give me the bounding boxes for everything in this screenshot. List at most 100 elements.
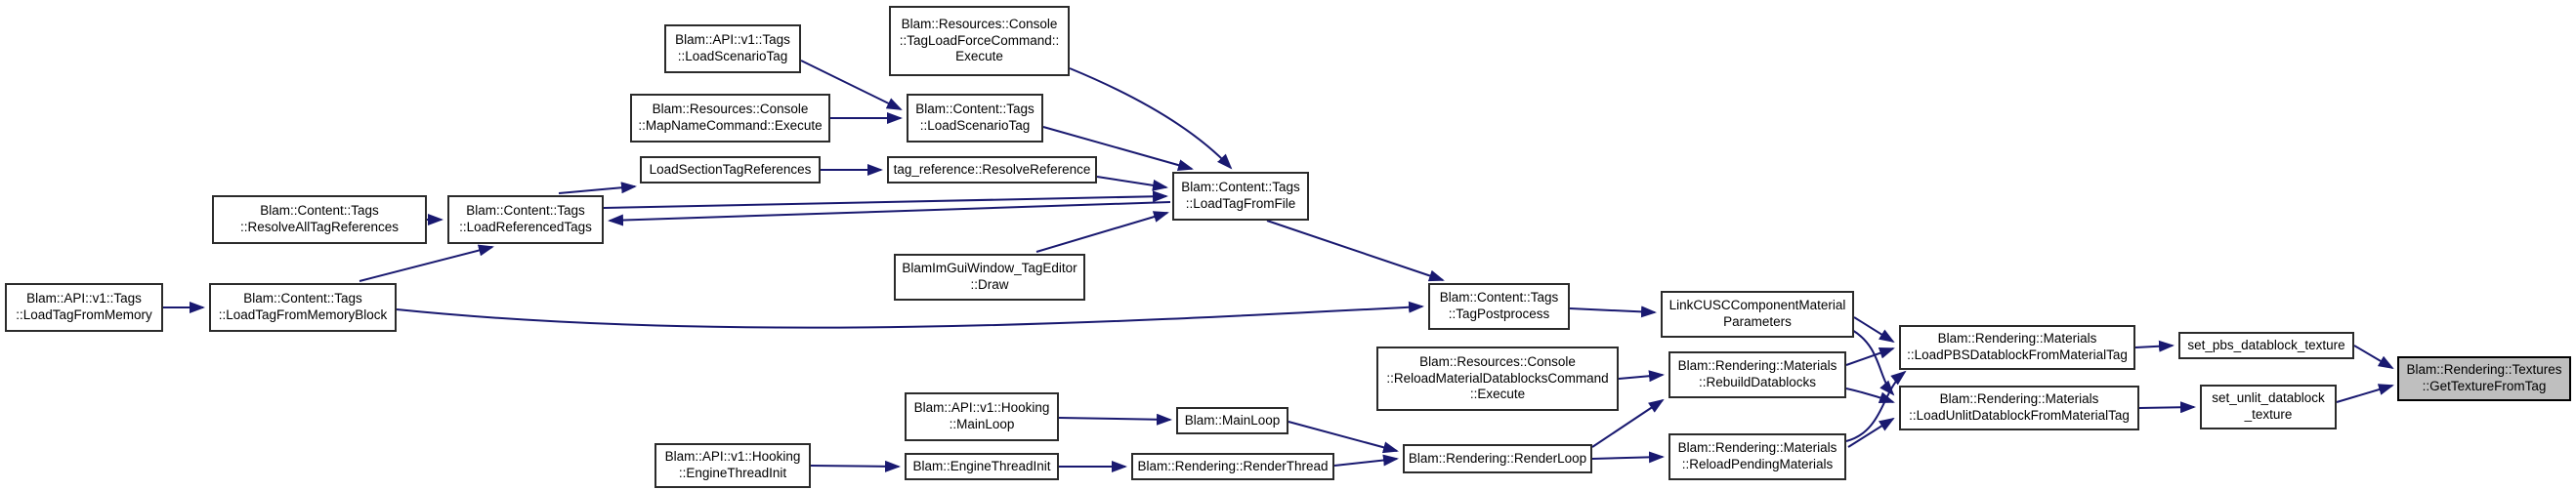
graph-node-resolve-all-tag-references[interactable]: Blam::Content::Tags::ResolveAllTagRefere…: [212, 195, 427, 244]
graph-node-label-line: Blam::EngineThreadInit: [912, 458, 1051, 473]
graph-node-label-line: Blam::Rendering::Materials: [1677, 358, 1837, 374]
graph-node-api-load-tag-from-memory[interactable]: Blam::API::v1::Tags::LoadTagFromMemory: [5, 283, 163, 332]
graph-node-label-line: Blam::API::v1::Tags: [26, 291, 142, 306]
graph-node-label-line: ::TagPostprocess: [1448, 306, 1550, 321]
graph-node-api-hooking-engine-thread-init[interactable]: Blam::API::v1::Hooking::EngineThreadInit: [655, 443, 811, 488]
graph-node-label-line: Execute: [955, 49, 1003, 64]
graph-node-label-line: Blam::Resources::Console: [1419, 353, 1576, 369]
call-edge-tag-reference-resolve-reference--to--load-tag-from-file: [1096, 176, 1168, 191]
call-edge-load-pbs-datablock-from-material-tag--to--set-pbs-datablock-texture: [2134, 340, 2175, 352]
graph-node-label-line: ::LoadTagFromMemory: [16, 307, 152, 322]
call-edge-imgui-tag-editor-draw--to--load-tag-from-file: [1035, 211, 1169, 253]
call-edge-load-tag-from-memory-block--to--tag-postprocess: [396, 301, 1424, 329]
graph-node-label-line: Blam::Content::Tags: [915, 102, 1035, 117]
graph-node-imgui-tag-editor-draw[interactable]: BlamImGuiWindow_TagEditor::Draw: [894, 254, 1085, 301]
call-edge-load-tag-from-file--to--tag-postprocess: [1266, 220, 1445, 282]
graph-node-load-tag-from-file[interactable]: Blam::Content::Tags::LoadTagFromFile: [1172, 172, 1309, 221]
graph-node-label-line: ::LoadReferencedTags: [459, 220, 592, 234]
graph-node-label-line: Blam::Content::Tags: [260, 203, 379, 219]
graph-node-load-pbs-datablock-from-material-tag[interactable]: Blam::Rendering::Materials::LoadPBSDatab…: [1899, 325, 2135, 370]
graph-node-console-map-name-execute[interactable]: Blam::Resources::Console::MapNameCommand…: [630, 94, 830, 143]
graph-node-label-line: Parameters: [1723, 314, 1792, 329]
call-edge-load-unlit-datablock-from-material-tag--to--set-unlit-datablock-texture: [2138, 401, 2196, 414]
call-edge-tag-postprocess--to--link-cusc-component-material-parameters: [1569, 306, 1657, 318]
graph-node-tag-reference-resolve-reference[interactable]: tag_reference::ResolveReference: [887, 156, 1097, 184]
graph-node-label-line: Blam::API::v1::Hooking: [664, 449, 801, 465]
call-edge-load-referenced-tags--to--load-tag-from-file: [603, 190, 1168, 209]
graph-node-reload-pending-materials[interactable]: Blam::Rendering::Materials::ReloadPendin…: [1668, 433, 1846, 480]
call-edge-api-load-scenario-tag--to--content-load-scenario-tag: [800, 60, 903, 110]
call-edge-blam-main-loop--to--render-loop: [1288, 421, 1399, 454]
call-edge-link-cusc-component-material-parameters--to--load-unlit-datablock-from-material-tag: [1851, 329, 1895, 396]
graph-node-label-line: Blam::MainLoop: [1184, 412, 1281, 428]
call-edge-console-reload-material-datablocks-execute--to--rebuild-datablocks: [1618, 370, 1665, 383]
graph-node-set-pbs-datablock-texture[interactable]: set_pbs_datablock_texture: [2178, 332, 2354, 359]
graph-node-render-thread[interactable]: Blam::Rendering::RenderThread: [1131, 453, 1334, 480]
graph-node-tag-postprocess[interactable]: Blam::Content::Tags::TagPostprocess: [1428, 283, 1570, 330]
call-edge-load-tag-from-file--to--load-referenced-tags: [608, 201, 1171, 226]
graph-node-content-load-scenario-tag[interactable]: Blam::Content::Tags::LoadScenarioTag: [907, 94, 1043, 143]
graph-node-label-line: ::ReloadPendingMaterials: [1681, 457, 1834, 471]
graph-node-label-line: Blam::Rendering::Materials: [1939, 391, 2099, 407]
graph-node-load-section-tag-references[interactable]: LoadSectionTagReferences: [640, 156, 821, 184]
graph-node-label-line: ::LoadTagFromMemoryBlock: [218, 307, 388, 322]
graph-node-label-line: LoadSectionTagReferences: [649, 161, 812, 177]
graph-node-load-unlit-datablock-from-material-tag[interactable]: Blam::Rendering::Materials::LoadUnlitDat…: [1899, 386, 2139, 430]
call-edge-rebuild-datablocks--to--load-unlit-datablock-from-material-tag: [1845, 388, 1895, 403]
graph-node-label-line: ::Draw: [970, 277, 1009, 292]
graph-node-label-line: ::LoadUnlitDatablockFromMaterialTag: [1909, 408, 2130, 423]
graph-node-label-line: Blam::API::v1::Hooking: [913, 400, 1050, 416]
call-edge-api-hooking-engine-thread-init--to--blam-engine-thread-init: [810, 460, 901, 472]
call-edge-load-referenced-tags--to--load-section-tag-references: [558, 182, 637, 194]
graph-node-blam-engine-thread-init[interactable]: Blam::EngineThreadInit: [905, 453, 1059, 480]
call-edge-reload-pending-materials--to--load-pbs-datablock-from-material-tag: [1845, 370, 1907, 442]
call-edge-rebuild-datablocks--to--load-pbs-datablock-from-material-tag: [1845, 347, 1895, 366]
graph-node-console-reload-material-datablocks-execute[interactable]: Blam::Resources::Console::ReloadMaterial…: [1376, 347, 1619, 411]
graph-node-load-tag-from-memory-block[interactable]: Blam::Content::Tags::LoadTagFromMemoryBl…: [209, 283, 397, 332]
call-edge-render-loop--to--rebuild-datablocks: [1591, 398, 1665, 448]
graph-node-label-line: Blam::Resources::Console: [901, 16, 1058, 31]
graph-node-blam-main-loop[interactable]: Blam::MainLoop: [1176, 407, 1288, 434]
graph-node-api-hooking-main-loop[interactable]: Blam::API::v1::Hooking::MainLoop: [905, 392, 1059, 441]
graph-node-label-line: set_pbs_datablock_texture: [2187, 337, 2345, 352]
graph-node-label-line: ::GetTextureFromTag: [2422, 379, 2547, 393]
graph-node-label-line: Blam::Rendering::RenderThread: [1137, 458, 1329, 473]
graph-node-rebuild-datablocks[interactable]: Blam::Rendering::Materials::RebuildDatab…: [1668, 351, 1846, 398]
graph-node-label-line: Blam::Content::Tags: [466, 203, 585, 219]
call-edge-set-unlit-datablock-texture--to--get-texture-from-tag: [2336, 384, 2394, 403]
call-edge-console-tag-load-force-execute--to--load-tag-from-file: [1069, 67, 1233, 170]
call-edge-render-loop--to--reload-pending-materials: [1591, 451, 1665, 464]
graph-node-label-line: ::LoadTagFromFile: [1185, 196, 1296, 211]
graph-node-label-line: BlamImGuiWindow_TagEditor: [902, 261, 1077, 276]
graph-node-label-line: ::EngineThreadInit: [678, 466, 787, 480]
graph-node-label-line: ::LoadScenarioTag: [677, 49, 788, 63]
graph-node-label-line: ::MainLoop: [949, 417, 1015, 431]
graph-node-label-line: Blam::Resources::Console: [652, 102, 809, 117]
graph-node-render-loop[interactable]: Blam::Rendering::RenderLoop: [1403, 444, 1592, 473]
call-edge-api-hooking-main-loop--to--blam-main-loop: [1058, 413, 1172, 426]
graph-node-label-line: ::LoadPBSDatablockFromMaterialTag: [1907, 347, 2128, 362]
call-edge-load-tag-from-memory-block--to--load-referenced-tags: [359, 244, 494, 282]
graph-node-label-line: Blam::Content::Tags: [1181, 180, 1300, 195]
graph-node-label-line: Blam::Rendering::RenderLoop: [1408, 450, 1587, 466]
graph-node-label-line: Blam::Rendering::Textures: [2406, 362, 2562, 378]
graph-node-label-line: _texture: [2244, 407, 2293, 422]
graph-node-label-line: Blam::Content::Tags: [1439, 290, 1559, 306]
graph-node-label-line: LinkCUSCComponentMaterial: [1668, 298, 1846, 313]
graph-node-label-line: ::Execute: [1469, 387, 1526, 402]
graph-node-set-unlit-datablock-texture[interactable]: set_unlit_datablock_texture: [2200, 385, 2337, 429]
graph-node-label-line: ::RebuildDatablocks: [1698, 375, 1817, 389]
call-edge-link-cusc-component-material-parameters--to--load-pbs-datablock-from-material-tag: [1853, 316, 1895, 344]
graph-node-label-line: Blam::Rendering::Materials: [1937, 331, 2097, 347]
graph-node-api-load-scenario-tag[interactable]: Blam::API::v1::Tags::LoadScenarioTag: [664, 24, 801, 73]
graph-node-console-tag-load-force-execute[interactable]: Blam::Resources::Console::TagLoadForceCo…: [889, 6, 1070, 76]
graph-node-label-line: Blam::Rendering::Materials: [1677, 440, 1837, 456]
graph-node-label-line: ::TagLoadForceCommand::: [899, 32, 1060, 48]
call-edge-content-load-scenario-tag--to--load-tag-from-file: [1042, 126, 1194, 171]
call-edge-render-thread--to--render-loop: [1333, 454, 1399, 467]
graph-node-get-texture-from-tag: Blam::Rendering::Textures::GetTextureFro…: [2397, 356, 2571, 401]
graph-node-load-referenced-tags[interactable]: Blam::Content::Tags::LoadReferencedTags: [447, 195, 604, 244]
